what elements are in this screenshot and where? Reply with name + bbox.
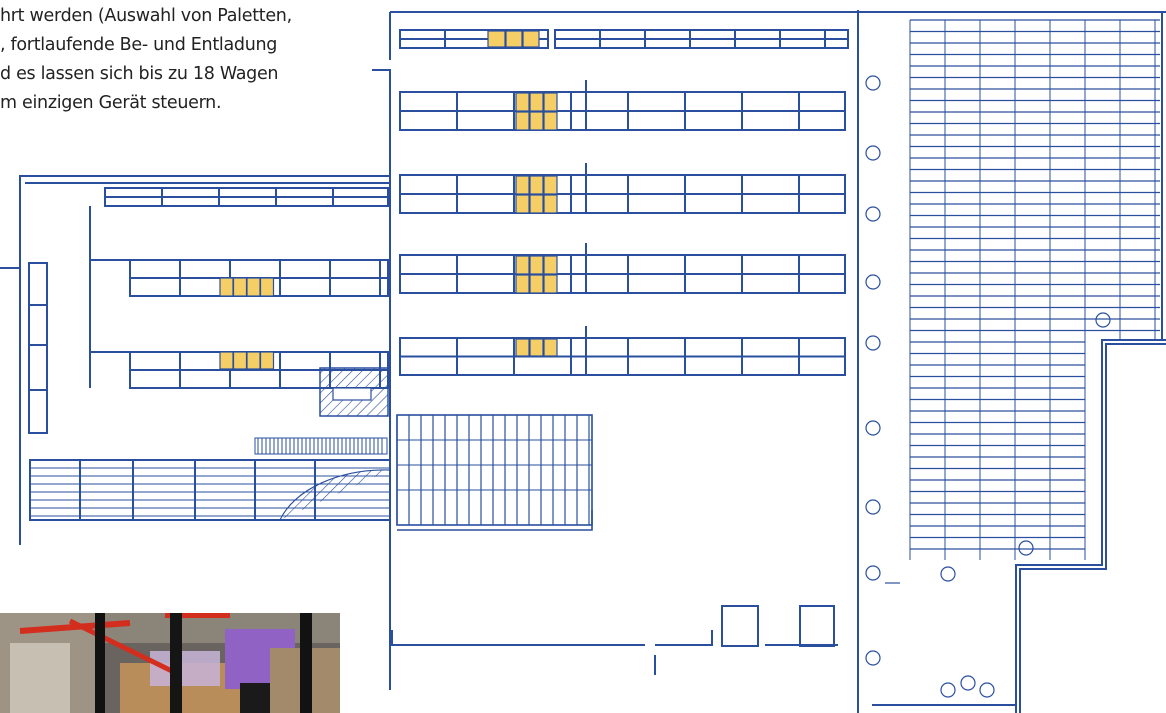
drive-in-storage-grid	[396, 19, 1160, 560]
rack-row-wing-top	[104, 187, 389, 207]
column-circle	[865, 499, 881, 515]
shelving-block-bottom-left	[29, 459, 391, 521]
pallet	[232, 277, 248, 297]
dock-door	[721, 605, 759, 647]
conveyor-body	[254, 437, 388, 455]
pallet	[543, 255, 558, 275]
pallet	[529, 111, 544, 131]
pallet	[522, 30, 540, 48]
warehouse-photo	[0, 613, 340, 713]
right-storage-grid	[909, 19, 1160, 560]
pallet	[543, 111, 558, 131]
pallet	[529, 194, 544, 214]
text-line-3: d es lassen sich bis zu 18 Wagen	[0, 64, 279, 84]
rack-outline	[28, 262, 48, 434]
pallet	[487, 30, 506, 48]
pallet	[543, 338, 558, 357]
rack-row-central-3	[399, 254, 846, 294]
shelving-outline	[29, 459, 391, 521]
pallet	[259, 351, 275, 370]
column-circle	[865, 206, 881, 222]
pallet-blocks	[219, 30, 558, 370]
pallet	[529, 92, 544, 112]
pallet	[543, 175, 558, 195]
dock-wall-2	[655, 630, 713, 646]
pallet	[543, 274, 558, 294]
column-circle	[865, 274, 881, 290]
drive-in-block	[396, 414, 593, 531]
pallet	[543, 92, 558, 112]
rack-row-central-1	[399, 91, 846, 131]
column-circle	[865, 420, 881, 436]
description-text: hrt werden (Auswahl von Paletten, , fort…	[0, 2, 340, 118]
pallet	[505, 30, 523, 48]
pallet	[515, 194, 530, 214]
column-circle	[865, 75, 881, 91]
pallet	[529, 175, 544, 195]
column-circle	[940, 682, 956, 698]
building-walls	[0, 10, 1166, 713]
rack-row-central-4	[399, 337, 846, 376]
pallet	[515, 111, 530, 131]
wall-left-wing	[19, 175, 390, 545]
pallet	[529, 274, 544, 294]
misc-fixtures	[29, 367, 391, 521]
rack-rows	[28, 29, 849, 434]
pallet	[219, 351, 234, 370]
column-circle	[1095, 312, 1111, 328]
column-circle	[940, 566, 956, 582]
text-line-4: m einzigen Gerät steuern.	[0, 93, 222, 113]
pallet	[543, 194, 558, 214]
column-circle	[1018, 540, 1034, 556]
swing-arc	[279, 469, 391, 521]
pallet	[515, 255, 530, 275]
column-circle	[979, 682, 995, 698]
wall-right-step	[1015, 339, 1166, 713]
pallet	[515, 274, 530, 294]
column-circle	[865, 565, 881, 581]
pallet	[219, 277, 234, 297]
pallet	[246, 351, 261, 370]
rack-row-top-right	[554, 29, 849, 49]
wall-right-step-inner	[1019, 343, 1166, 713]
building-columns	[865, 75, 1111, 698]
dock-door	[799, 605, 835, 647]
pallet	[246, 277, 261, 297]
pallet	[259, 277, 275, 297]
pallet	[515, 175, 530, 195]
pallet	[515, 92, 530, 112]
rack-vertical-left	[28, 262, 48, 434]
pallet	[515, 338, 530, 357]
drive-in-edge	[397, 510, 593, 531]
column-circle	[865, 650, 881, 666]
pallet	[529, 338, 544, 357]
drive-in-outline	[396, 414, 593, 526]
pallet	[232, 351, 248, 370]
pallet	[529, 255, 544, 275]
rack-row-central-2	[399, 174, 846, 214]
conveyor	[254, 437, 388, 455]
column-circle	[960, 675, 976, 691]
column-circle	[865, 145, 881, 161]
dock-wall	[391, 630, 645, 646]
hatched-area-label-box	[332, 387, 372, 401]
text-line-2: , fortlaufende Be- und Entladung	[0, 35, 278, 55]
text-line-1: hrt werden (Auswahl von Paletten,	[0, 6, 292, 26]
column-circle	[865, 335, 881, 351]
